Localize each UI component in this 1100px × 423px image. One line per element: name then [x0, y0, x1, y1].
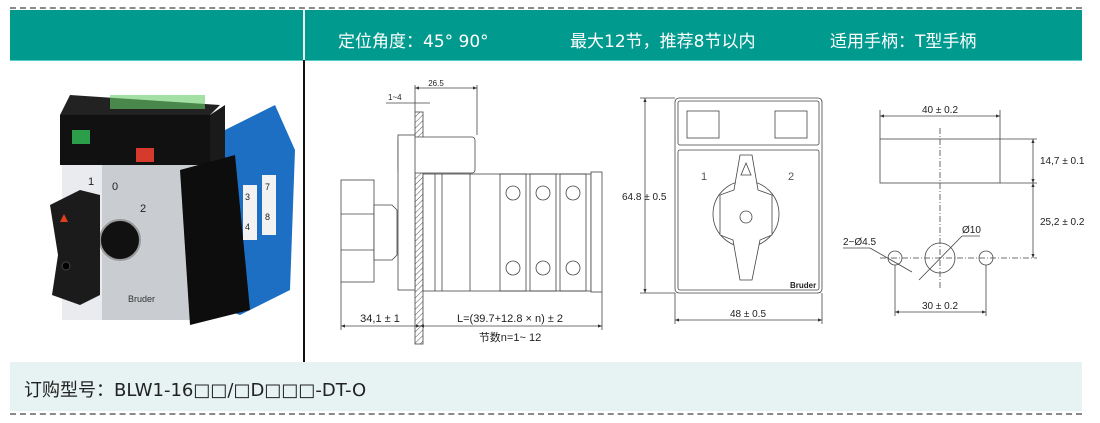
hole-offset-dimension: 25,2 ± 0.2	[1040, 217, 1085, 228]
section-count-note: 节数n=1~ 12	[479, 331, 541, 344]
vertical-divider	[303, 10, 305, 363]
panel-thickness-dimension: 1~4	[388, 93, 402, 102]
cutout-height-dimension: 14,7 ± 0.1	[1040, 156, 1085, 167]
panel-cutout-drawing	[843, 110, 1037, 316]
height-dimension: 64.8 ± 0.5	[622, 192, 667, 203]
green-indicator-light	[72, 130, 90, 144]
front-view-drawing	[640, 97, 823, 324]
red-indicator-light	[136, 148, 154, 162]
positioning-angle-text: 定位角度：45° 90°	[338, 32, 489, 52]
mounting-holes-dimension: 2−Ø4.5	[843, 237, 877, 248]
max-sections-text: 最大12节，推荐8节以内	[570, 32, 756, 52]
contact-label: 3	[245, 192, 250, 202]
handle-type-text: 适用手柄：T型手柄	[830, 32, 977, 52]
vent-slots	[110, 95, 205, 109]
hole-spacing-dimension: 30 ± 0.2	[922, 301, 959, 312]
depth-dimension: 26.5	[428, 79, 444, 88]
handle-arrow-icon	[60, 214, 68, 222]
mounting-bracket	[180, 155, 250, 325]
header-divider	[303, 10, 305, 60]
position-2-label: 2	[788, 171, 794, 183]
position-label: 1	[88, 176, 94, 188]
brand-logo: Bruder	[790, 281, 816, 290]
side-view-drawing	[340, 85, 603, 345]
handle-length-dimension: 34,1 ± 1	[360, 313, 400, 325]
body-length-formula: L=(39.7+12.8 × n) ± 2	[457, 313, 563, 325]
contact-label: 8	[265, 212, 270, 222]
cutout-width-dimension: 40 ± 0.2	[922, 105, 959, 116]
order-code-text: 订购型号：BLW1-16□□/□D□□□-DT-O	[24, 380, 367, 401]
contact-label: 4	[245, 222, 250, 232]
position-label: 2	[140, 203, 146, 215]
top-dashed-divider	[10, 7, 1082, 9]
order-code-bar: 订购型号：BLW1-16□□/□D□□□-DT-O	[10, 362, 1082, 411]
product-photo: 1 0 2 3 4 7 8 Bruder	[50, 95, 295, 325]
width-dimension: 48 ± 0.5	[730, 309, 767, 320]
shaft-hole-dimension: Ø10	[962, 225, 981, 236]
position-1-label: 1	[701, 171, 707, 183]
position-label: 0	[112, 181, 118, 193]
brand-logo: Bruder	[128, 294, 155, 304]
bottom-dashed-divider	[10, 413, 1082, 415]
spec-header-bar: 定位角度：45° 90° 最大12节，推荐8节以内 适用手柄：T型手柄	[10, 10, 1082, 61]
contact-label: 7	[265, 182, 270, 192]
